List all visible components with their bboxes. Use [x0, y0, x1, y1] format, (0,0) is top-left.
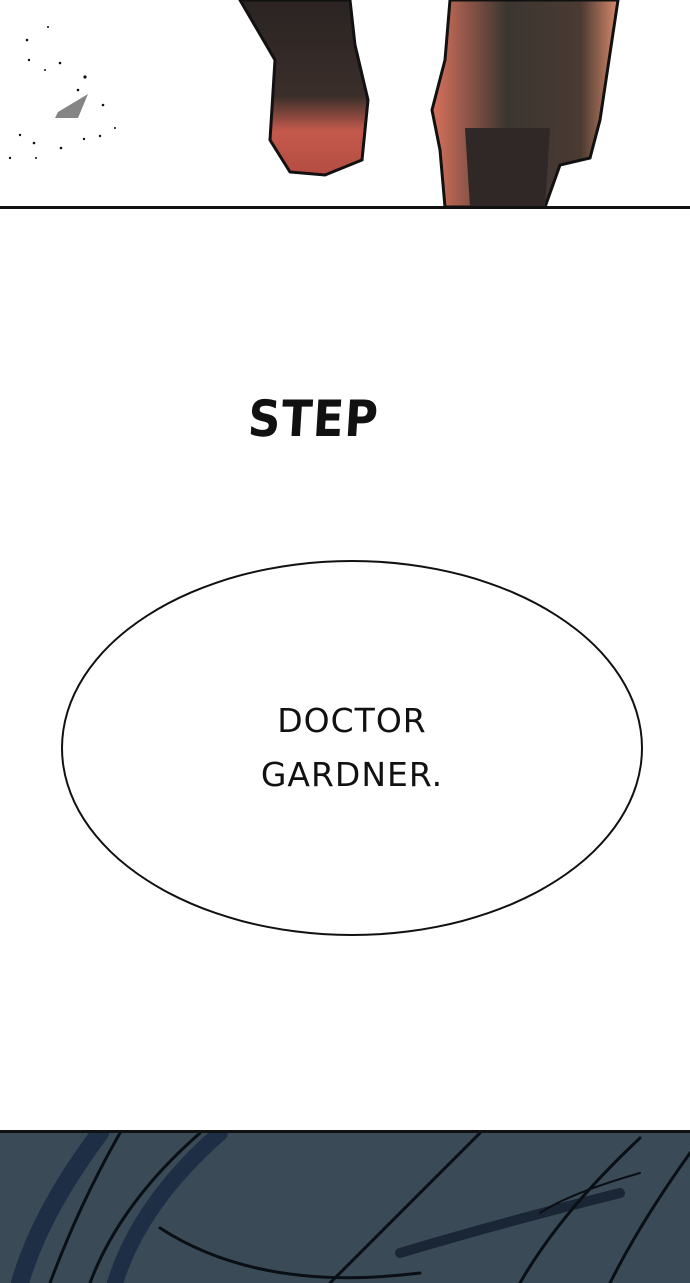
- legs-illustration: [8, 0, 620, 207]
- sound-effect-step: STEP: [246, 390, 381, 448]
- bottom-comic-panel: [0, 1130, 690, 1283]
- top-comic-panel: [0, 0, 690, 207]
- panel-border: [0, 206, 690, 209]
- hair-illustration: [11, 1133, 690, 1283]
- left-leg: [238, 0, 370, 177]
- speech-line: GARDNER.: [260, 755, 444, 794]
- speech-bubble-text: DOCTOR GARDNER.: [63, 562, 641, 934]
- blur-shard: [55, 94, 88, 118]
- speech-bubble: DOCTOR GARDNER.: [61, 560, 643, 936]
- dust-particles: [8, 26, 116, 160]
- speech-line: DOCTOR: [277, 701, 427, 740]
- right-boot: [465, 128, 550, 207]
